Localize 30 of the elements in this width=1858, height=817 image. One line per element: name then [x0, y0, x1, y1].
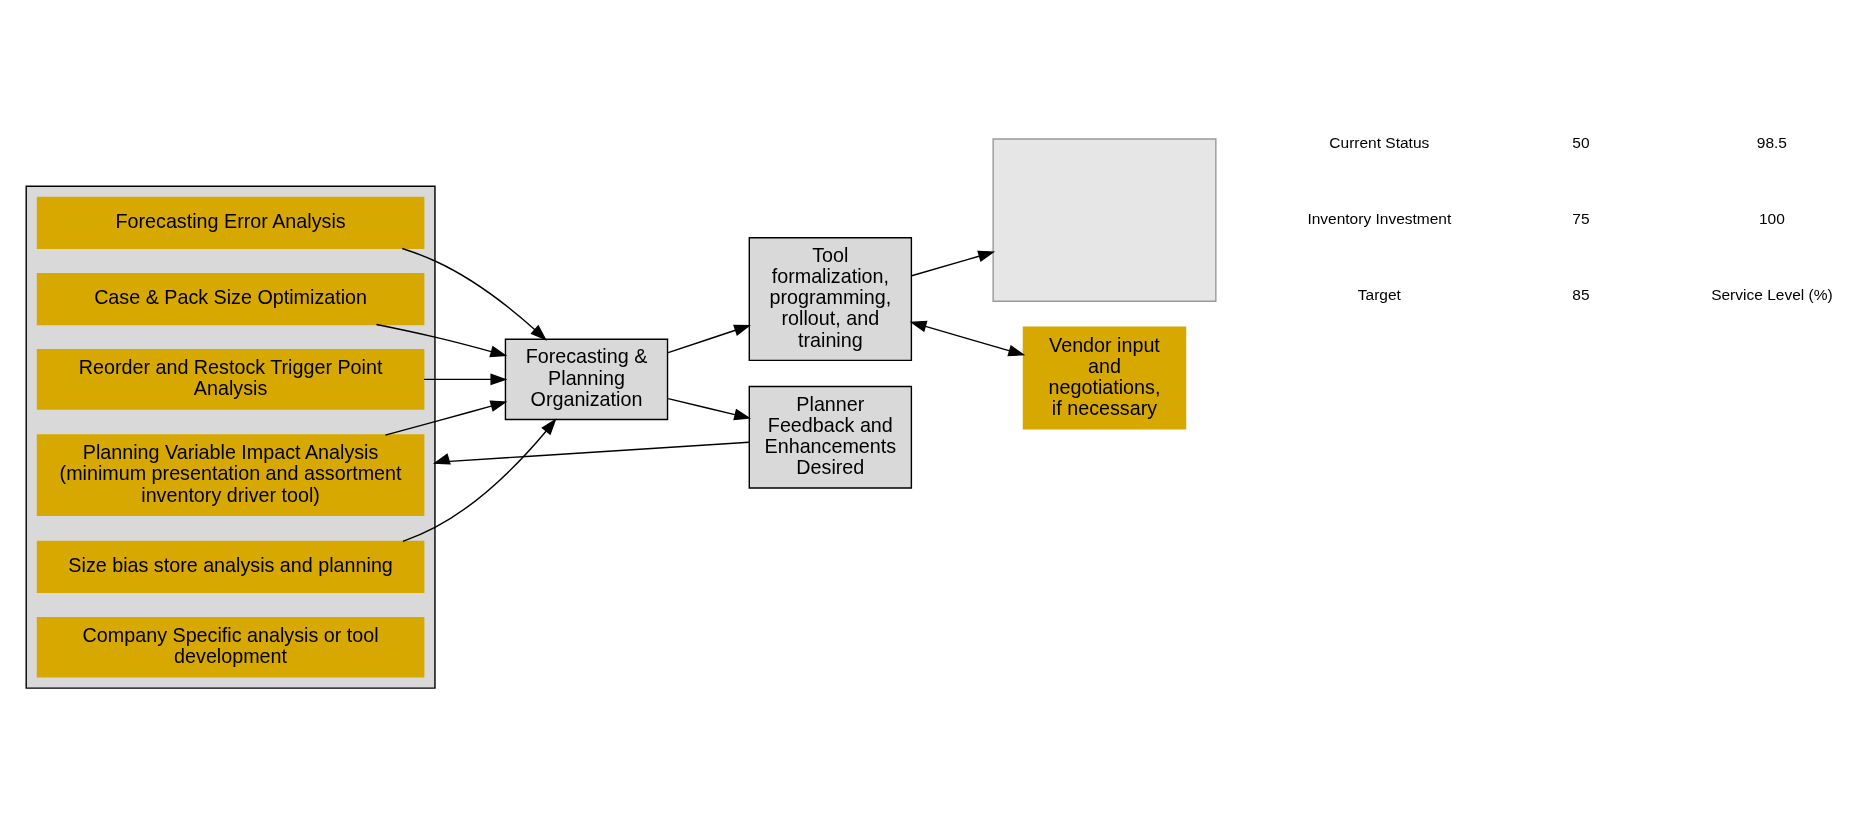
label: Current Status [1329, 133, 1430, 151]
node-box: Reorder and Restock Trigger Point Analysis [36, 348, 425, 410]
node-box: Tool formalization, programming, rollout, and training [748, 236, 913, 361]
arrow [423, 372, 508, 385]
arrow [667, 324, 752, 353]
arrow [911, 250, 996, 276]
node-box [992, 137, 1217, 302]
label: 100 [1758, 209, 1785, 227]
arrow [667, 397, 752, 420]
label: 85 [1572, 285, 1590, 303]
arrow [402, 417, 557, 542]
arrow [384, 399, 508, 436]
label: Target [1357, 285, 1401, 303]
node-box: Size bias store analysis and planning [36, 540, 425, 593]
node-box: Planner Feedback and Enhancements Desired [748, 385, 913, 489]
arrow [909, 320, 1026, 356]
cluster [25, 185, 436, 689]
node-box: Forecasting & Planning Organization [504, 338, 669, 420]
node-box: Company Specific analysis or tool development [36, 616, 425, 677]
node-box: Planning Variable Impact Analysis (minimum presentation and assortment inventory driver tool) [36, 433, 425, 516]
node-box: Forecasting Error Analysis [36, 196, 425, 249]
node-box: Case & Pack Size Optimization [36, 272, 425, 325]
arrow [432, 441, 750, 464]
label: 50 [1572, 133, 1590, 151]
node-box: Vendor input and negotiations, if necessary [1022, 326, 1187, 429]
label: Inventory Investment [1307, 209, 1452, 227]
label: 98.5 [1756, 133, 1787, 151]
label: 75 [1572, 209, 1590, 227]
arrow [401, 247, 547, 341]
label: Service Level (%) [1711, 285, 1833, 303]
